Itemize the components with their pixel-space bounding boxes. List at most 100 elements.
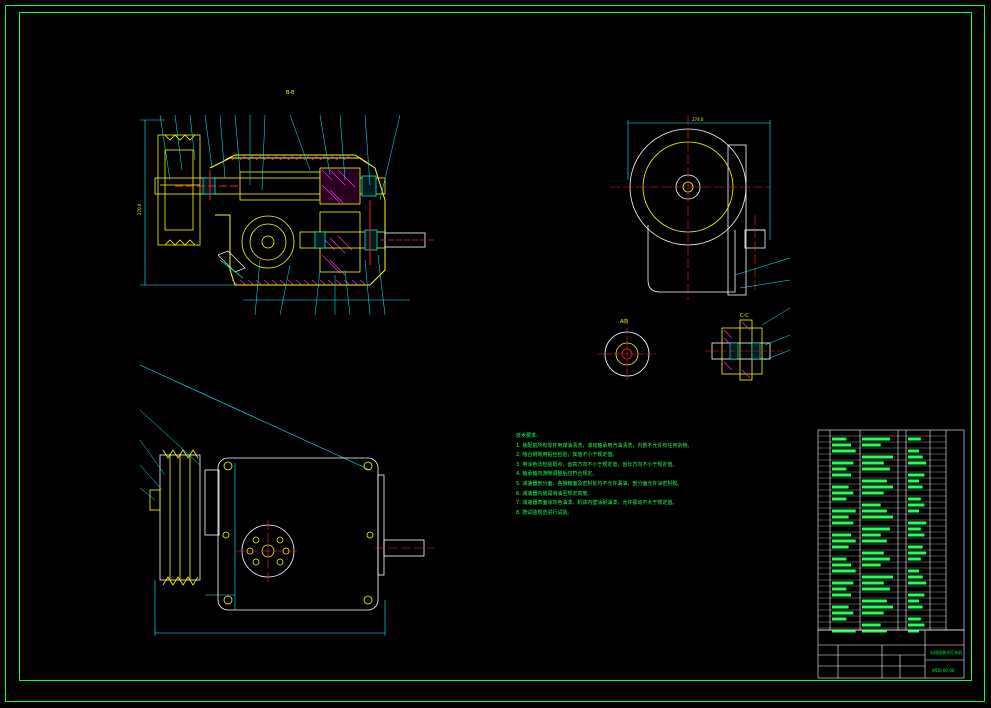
- note-line: 2. 啮合侧隙用铅丝检验，其值不小于规定值。: [516, 452, 618, 459]
- parts-cell-text: [832, 581, 854, 585]
- parts-cell-text: [862, 491, 884, 495]
- drawing-name: 分段组装式打米机: [930, 649, 962, 655]
- parts-list-fill: [832, 437, 927, 633]
- parts-cell-text: [908, 605, 923, 609]
- parts-cell-text: [832, 563, 851, 567]
- gearbox-housing: [209, 154, 386, 286]
- parts-cell-text: [832, 629, 856, 633]
- parts-cell-text: [862, 533, 881, 537]
- side-leaders: [734, 257, 791, 289]
- parts-cell-text: [908, 485, 923, 489]
- parts-cell-text: [908, 437, 921, 441]
- parts-cell-text: [832, 545, 849, 549]
- parts-cell-text: [908, 461, 927, 465]
- parts-cell-text: [862, 509, 887, 513]
- parts-cell-text: [832, 461, 854, 465]
- parts-cell-text: [832, 509, 856, 513]
- parts-cell-text: [862, 551, 884, 555]
- section-label: B-B: [286, 90, 295, 96]
- section-cc: C-C: [705, 307, 791, 381]
- parts-cell-text: [862, 563, 881, 567]
- parts-cell-text: [862, 623, 881, 627]
- parts-cell-text: [832, 611, 854, 615]
- parts-cell-text: [862, 479, 887, 483]
- note-line: 5. 减速器剖分面、各接触面及密封处均不允许漏油，剖分面允许涂密封胶。: [516, 480, 683, 487]
- output-shaft: [380, 232, 435, 248]
- parts-cell-text: [908, 599, 919, 603]
- parts-cell-text: [832, 467, 847, 471]
- inclined-part: [217, 250, 246, 279]
- parts-cell-text: [832, 593, 851, 597]
- section-leaders: [159, 114, 401, 316]
- parts-cell-text: [862, 575, 893, 579]
- parts-cell-text: [908, 533, 925, 537]
- parts-cell-text: [908, 455, 923, 459]
- parts-cell-text: [832, 521, 854, 525]
- parts-cell-text: [908, 545, 923, 549]
- plan-pulley: [149, 449, 201, 586]
- technical-requirements: 技术要求: 1. 装配前所有零件用煤油清洗，滚动轴承用汽油清洗，内部不允许有任何…: [516, 432, 806, 518]
- parts-cell-text: [832, 515, 849, 519]
- parts-cell-text: [862, 557, 890, 561]
- parts-cell-text: [832, 491, 854, 495]
- plan-centerlines: [235, 520, 435, 585]
- side-view: 274.0: [610, 115, 791, 300]
- housing-hatch: [231, 154, 367, 286]
- parts-cell-text: [832, 605, 849, 609]
- parts-cell-text: [862, 605, 893, 609]
- parts-cell-text: [832, 443, 851, 447]
- input-shaft: [154, 167, 386, 205]
- note-line: 8. 按试验规范进行试验。: [516, 509, 573, 516]
- parts-cell-text: [862, 599, 887, 603]
- parts-cell-text: [908, 557, 921, 561]
- drawing-frame: [5, 5, 985, 702]
- parts-cell-text: [908, 551, 927, 555]
- note-line: 1. 装配前所有零件用煤油清洗，滚动轴承用汽油清洗，内部不允许有任何杂物。: [516, 442, 693, 449]
- side-dimensions: [627, 120, 771, 240]
- parts-cell-text: [862, 611, 884, 615]
- plan-bolts: [222, 461, 374, 605]
- parts-cell-text: [862, 467, 890, 471]
- parts-cell-text: [908, 449, 919, 453]
- parts-cell-text: [908, 527, 921, 531]
- parts-cell-text: [908, 497, 921, 501]
- parts-cell-text: [862, 629, 887, 633]
- view-a-label: A向: [620, 318, 628, 325]
- parts-cell-text: [832, 557, 847, 561]
- notes-title: 技术要求:: [516, 433, 538, 439]
- parts-cell-text: [862, 437, 890, 441]
- parts-cell-text: [862, 503, 881, 507]
- title-block: [817, 629, 965, 679]
- parts-cell-text: [832, 617, 847, 621]
- worm-wheel: [241, 211, 386, 273]
- parts-cell-text: [908, 479, 919, 483]
- note-line: 4. 轴承轴向游隙调整后应符合规定。: [516, 471, 598, 478]
- parts-cell-text: [832, 473, 851, 477]
- parts-cell-text: [862, 485, 893, 489]
- plan-leaders: [139, 409, 201, 501]
- parts-cell-text: [908, 569, 919, 573]
- plan-dimensions: [139, 364, 386, 636]
- note-line: 7. 减速器表面涂灰色油漆，机体内壁涂耐油漆，允许振动不大于规定值。: [516, 500, 678, 507]
- parts-cell-text: [908, 473, 925, 477]
- parts-cell-text: [832, 497, 847, 501]
- parts-cell-text: [832, 485, 849, 489]
- note-line: 6. 减速器内装润滑油至规定高度。: [516, 490, 593, 497]
- parts-cell-text: [908, 617, 921, 621]
- parts-list: [817, 429, 965, 631]
- parts-cell-text: [832, 533, 851, 537]
- parts-cell-text: [862, 581, 884, 585]
- bearings: [202, 175, 378, 251]
- section-cc-label: C-C: [740, 313, 749, 319]
- drawing-code: WDS 00-00: [932, 668, 955, 673]
- plan-housing: [204, 457, 425, 611]
- parts-cell-text: [862, 461, 884, 465]
- parts-cell-text: [862, 443, 881, 447]
- plan-view: [139, 364, 435, 636]
- view-a: A向: [598, 318, 656, 380]
- parts-cell-text: [832, 449, 856, 453]
- parts-cell-text: [862, 587, 890, 591]
- parts-cell-text: [908, 521, 927, 525]
- parts-cell-text: [908, 593, 925, 597]
